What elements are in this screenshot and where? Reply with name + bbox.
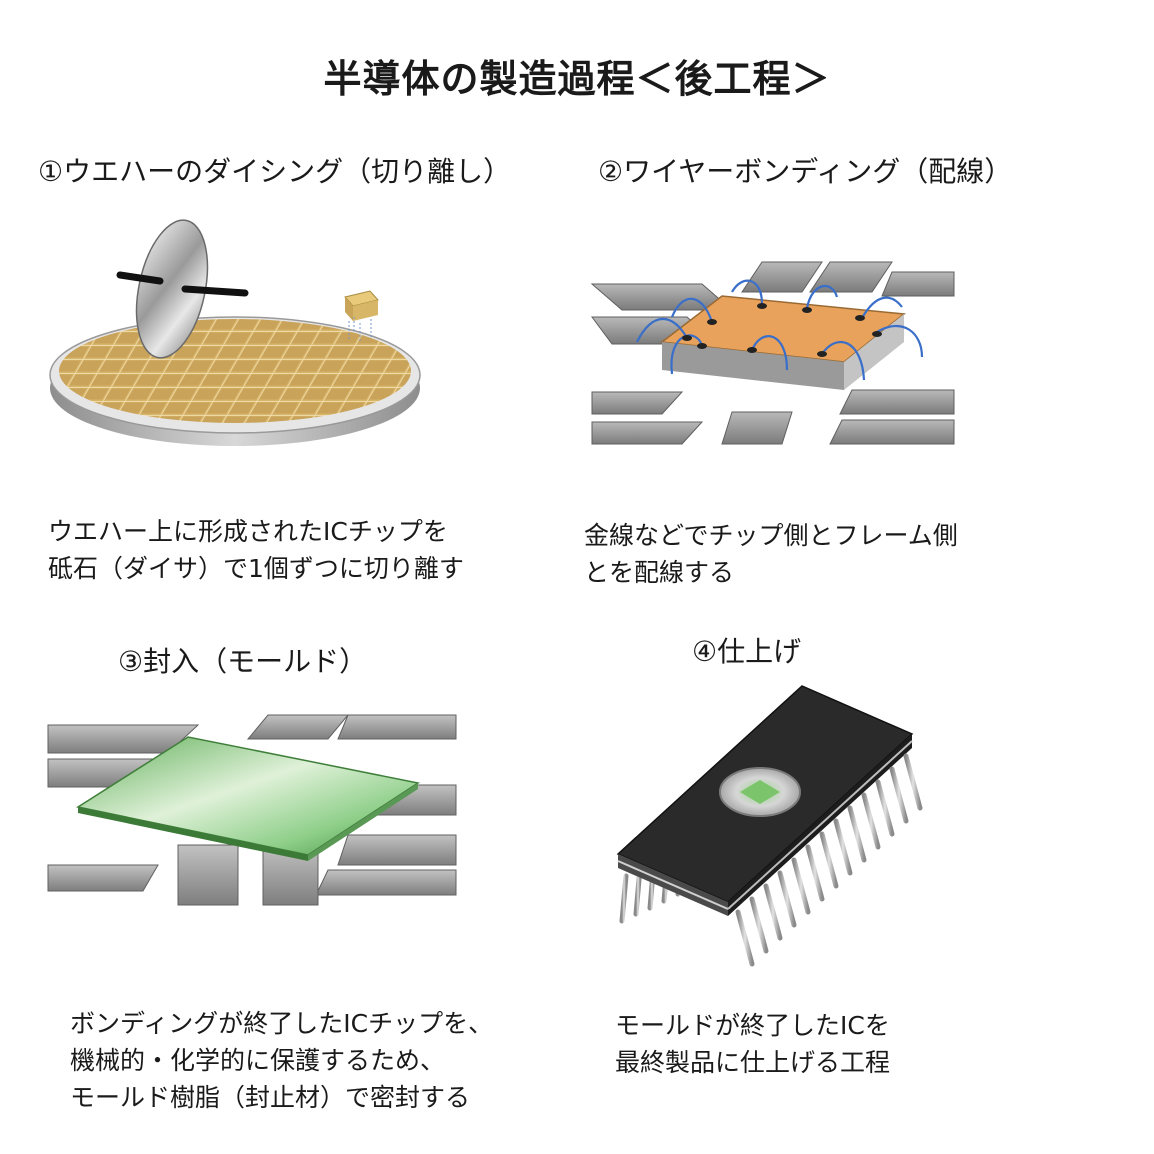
wire-bonding-illustration [590,261,955,445]
ic-window [719,767,801,817]
page-title: 半導体の製造過程＜後工程＞ [323,57,831,101]
description-line: モールド樹脂（封止材）で密封する [70,1083,471,1112]
molding-illustration [47,714,457,906]
description-line: モールドが終了したICを [615,1011,890,1040]
step-4-heading: ④仕上げ [692,635,802,668]
description-line: 金線などでチップ側とフレーム側 [584,521,958,550]
die-pad [660,295,906,390]
lead-frame [590,261,955,445]
lead-frame [47,714,457,906]
finished-ic-illustration [616,685,923,967]
bond-pads [682,303,882,357]
description-line: 機械的・化学的に保護するため、 [70,1046,446,1075]
step-3-description: ボンディングが終了したICチップを、 機械的・化学的に保護するため、 モールド樹… [70,1005,493,1116]
step-1-description: ウエハー上に形成されたICチップを 砥石（ダイサ）で1個ずつに切り離す [48,513,464,587]
step-2-heading: ②ワイヤーボンディング（配線） [598,155,1013,188]
description-line: ボンディングが終了したICチップを、 [70,1009,494,1038]
description-line: ウエハー上に形成されたICチップを [48,517,448,546]
step-2-description: 金線などでチップ側とフレーム側 とを配線する [584,517,958,591]
description-line: とを配線する [584,558,735,587]
wafer-dicing-illustration [49,219,421,446]
step-4-description: モールドが終了したICを 最終製品に仕上げる工程 [615,1007,890,1081]
step-1-heading: ①ウエハーのダイシング（切り離し） [38,155,512,188]
dicing-blade [116,219,249,359]
description-line: 最終製品に仕上げる工程 [615,1048,891,1077]
wafer [49,316,421,446]
separated-chip [344,290,379,341]
ic-pins-front [735,753,923,967]
mold-resin [76,736,420,861]
step-3-heading: ③封入（モールド） [118,645,368,678]
description-line: 砥石（ダイサ）で1個ずつに切り離す [48,554,464,583]
